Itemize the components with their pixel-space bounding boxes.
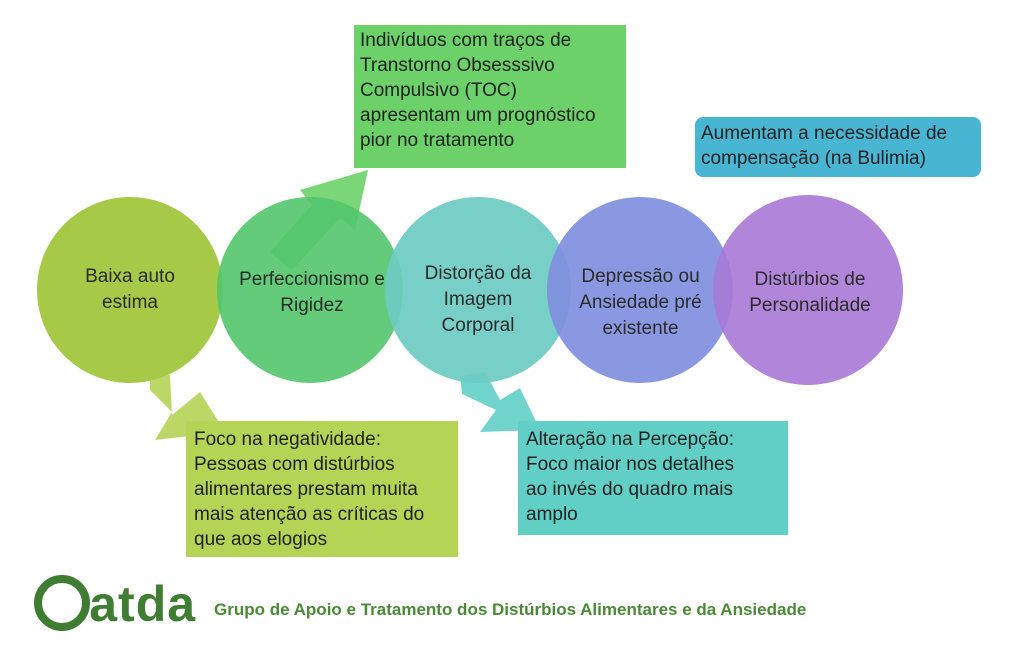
note-toc: Indivíduos com traços de Transtorno Obse… — [354, 25, 626, 168]
note-bulimia: Aumentam a necessidade de compensação (n… — [695, 117, 981, 177]
note-negatividade: Foco na negatividade: Pessoas com distúr… — [186, 421, 458, 557]
note-percepcao: Alteração na Percepção: Foco maior nos d… — [518, 421, 788, 535]
circle-distorcao — [385, 197, 571, 383]
circle-label-distorcao: Distorção da Imagem Corporal — [424, 263, 532, 336]
gatda-logo: Gatda — [36, 575, 195, 634]
arrow-to-percepcao — [460, 372, 540, 432]
logo-letters: atda — [89, 576, 197, 632]
circle-label-depressao: Depressão ou Ansiedade pré existente — [579, 266, 702, 339]
footer-tagline: Grupo de Apoio e Tratamento dos Distúrbi… — [214, 600, 807, 619]
circle-perfeccionismo — [217, 197, 403, 383]
logo-g-ring — [34, 575, 90, 631]
circle-label-perfeccionismo: Perfeccionismo e Rigidez — [239, 268, 385, 316]
circle-baixa-auto-estima — [37, 197, 223, 383]
circle-disturbios — [713, 195, 903, 385]
logo-letter-g: G — [36, 568, 85, 637]
circle-label-disturbios: Distúrbios de Personalidade — [749, 269, 871, 316]
circle-depressao — [547, 197, 733, 383]
circle-label-baixa-auto-estima: Baixa auto estima — [85, 266, 175, 313]
